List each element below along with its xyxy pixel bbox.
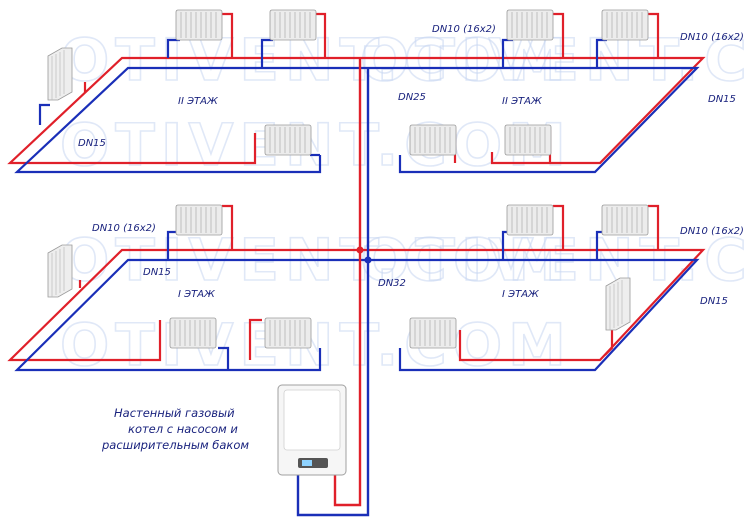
floor-1-left-label: I ЭТАЖ	[178, 289, 216, 300]
pipe-label-dn10: DN10 (16x2)	[680, 226, 744, 237]
floor-2-right-return-pipe	[368, 66, 700, 174]
pipe-label-dn10: DN10 (16x2)	[432, 24, 496, 35]
floor-2-right-label: II ЭТАЖ	[502, 96, 543, 107]
pipe-label-dn15: DN15	[143, 267, 171, 278]
floor-1-right-supply-pipe	[360, 248, 706, 362]
svg-text:OTIVENT.COM: OTIVENT.COM	[60, 311, 572, 379]
radiator-side	[47, 47, 73, 101]
radiator	[169, 317, 217, 349]
watermark: OTIVENT.COM OTIVENT.COM OTIVENT.COM OTIV…	[59, 25, 750, 380]
risers	[296, 58, 372, 517]
radiator	[504, 124, 552, 156]
radiator-side	[605, 277, 631, 331]
radiator	[264, 124, 312, 156]
floor-1-left-return-pipe	[14, 258, 368, 372]
svg-text:OTIVENT.COM: OTIVENT.COM	[360, 26, 750, 94]
radiator	[269, 9, 317, 41]
pipe-label-dn25: DN25	[398, 92, 426, 103]
boiler-caption-line-3: расширительным баком	[101, 438, 249, 452]
floor-2-left-supply-pipe	[7, 56, 360, 165]
radiator	[601, 204, 649, 236]
radiator	[264, 317, 312, 349]
radiator	[409, 124, 457, 156]
supply-riser	[333, 58, 362, 507]
gas-boiler	[277, 384, 347, 476]
pipe-label-dn10: DN10 (16x2)	[92, 223, 156, 234]
return-riser	[296, 68, 370, 517]
pipe-label-dn10: DN10 (16x2)	[680, 32, 744, 43]
floor-1-left-supply-pipe	[7, 248, 360, 362]
pipe-label-dn15: DN15	[700, 296, 728, 307]
floor-2-left-label: II ЭТАЖ	[178, 96, 219, 107]
radiator-side	[47, 244, 73, 298]
boiler-caption-line-2: котел с насосом и	[128, 422, 238, 436]
radiator	[506, 9, 554, 41]
svg-text:OTIVENT.COM: OTIVENT.COM	[60, 111, 572, 179]
radiator	[601, 9, 649, 41]
floor-2-left-return-pipe	[14, 66, 368, 174]
floor-2-right-supply-pipe	[360, 56, 706, 165]
pipe-label-dn15: DN15	[78, 138, 106, 149]
radiator	[506, 204, 554, 236]
radiator	[175, 204, 223, 236]
floor-2-pipes	[7, 12, 706, 174]
pipe-label-dn15: DN15	[708, 94, 736, 105]
floor-1-right-label: I ЭТАЖ	[502, 289, 540, 300]
radiator	[409, 317, 457, 349]
pipe-label-dn32: DN32	[378, 278, 406, 289]
radiator	[175, 9, 223, 41]
floor-1-right-return-pipe	[368, 258, 700, 372]
boiler-caption-line-1: Настенный газовый	[114, 406, 235, 420]
